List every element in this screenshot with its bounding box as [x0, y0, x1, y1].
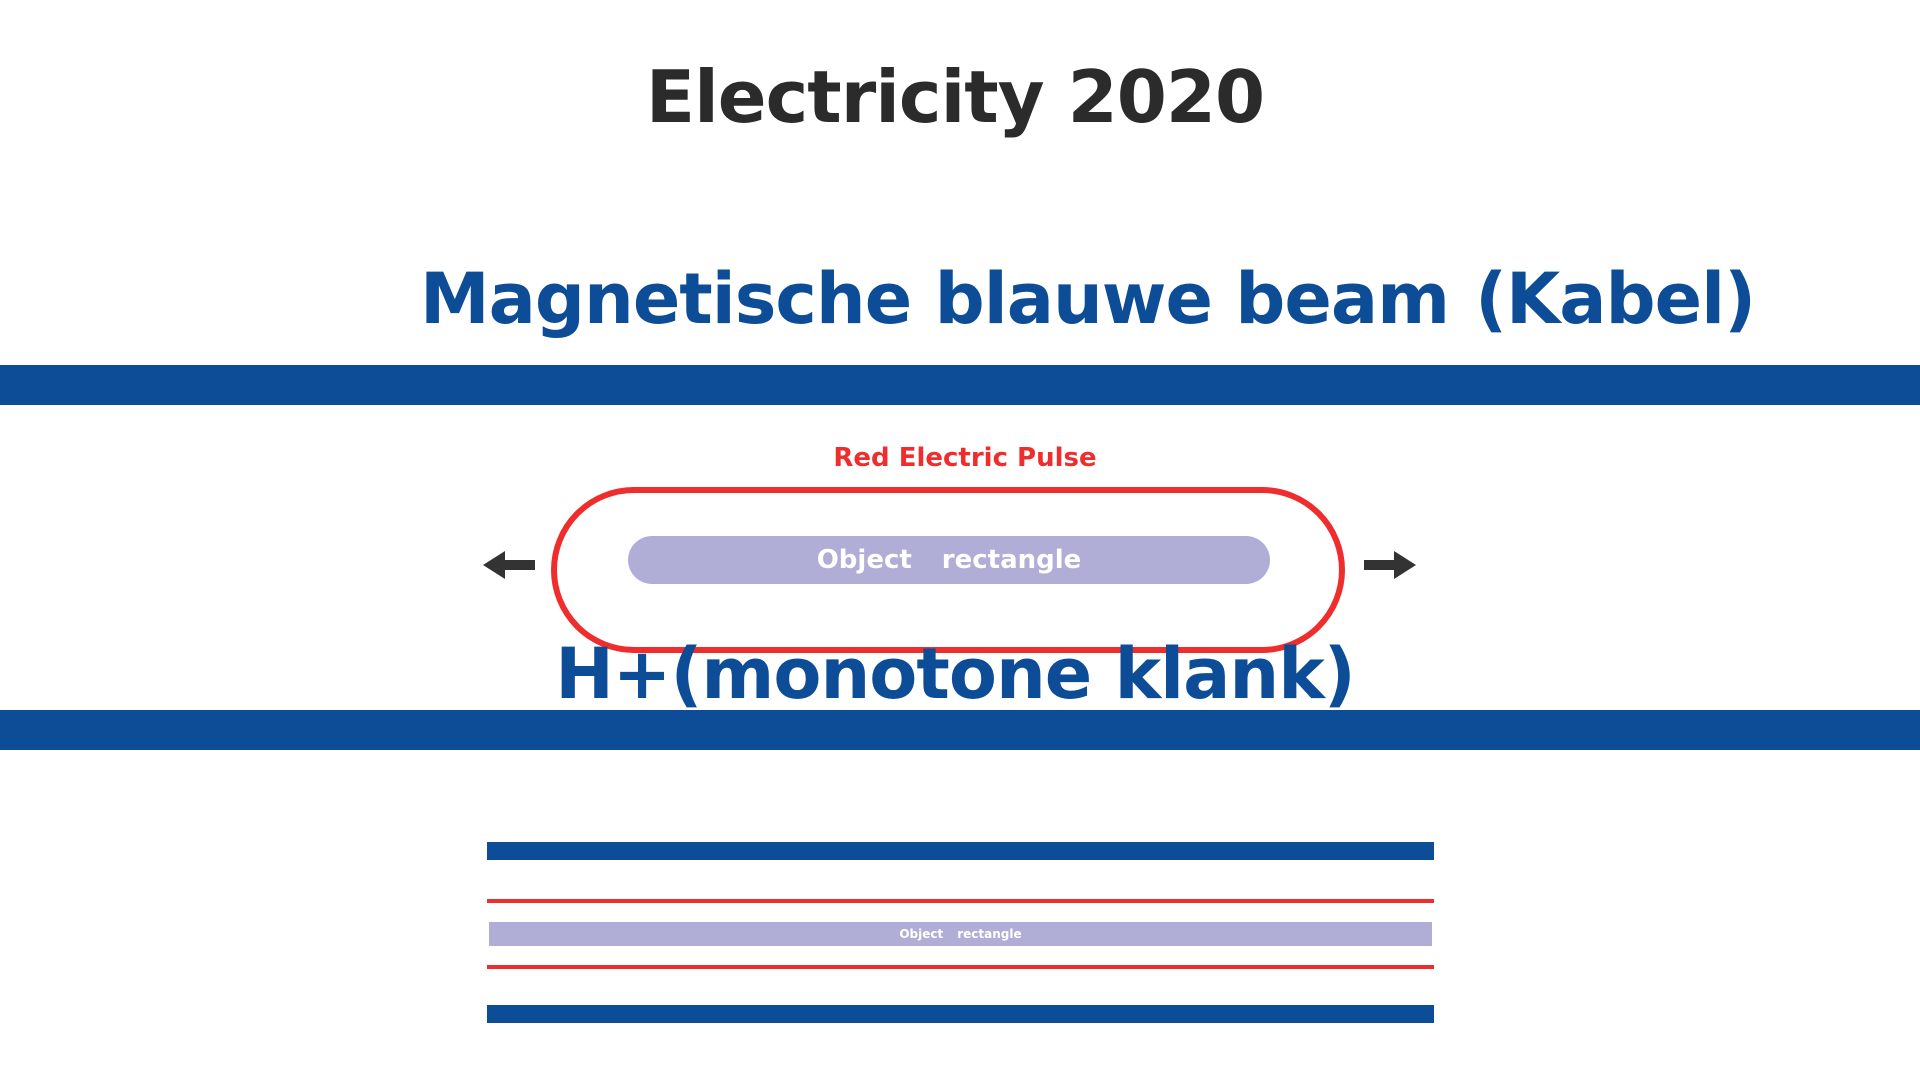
page-title: Electricity 2020 [645, 55, 1265, 139]
beam-heading-main: Magnetische blauwe beam [420, 258, 1450, 340]
top-blue-beam [0, 365, 1920, 405]
pulse-label: Red Electric Pulse [833, 443, 1097, 473]
beam-heading-suffix: (Kabel) [1475, 258, 1756, 340]
ion-label: H+(monotone klank) [555, 633, 1356, 715]
object-word2: rectangle [941, 545, 1082, 575]
mini-bottom-blue-beam [487, 1005, 1434, 1023]
arrow-right-icon [1364, 551, 1416, 579]
mini-object-word2: rectangle [957, 927, 1022, 941]
beam-heading: Magnetische blauwe beam (Kabel) [420, 258, 1756, 340]
object-word1: Object [816, 545, 912, 575]
arrow-left-icon [483, 551, 535, 579]
mini-top-blue-beam [487, 842, 1434, 860]
mini-object-word1: Object [899, 927, 944, 941]
mini-bottom-red-line [487, 965, 1434, 969]
red-electric-pulse-loop [551, 487, 1345, 653]
mini-top-red-line [487, 899, 1434, 903]
object-rectangle: Object rectangle [628, 536, 1270, 584]
mini-object-rectangle: Object rectangle [489, 922, 1432, 946]
bottom-blue-beam [0, 710, 1920, 750]
